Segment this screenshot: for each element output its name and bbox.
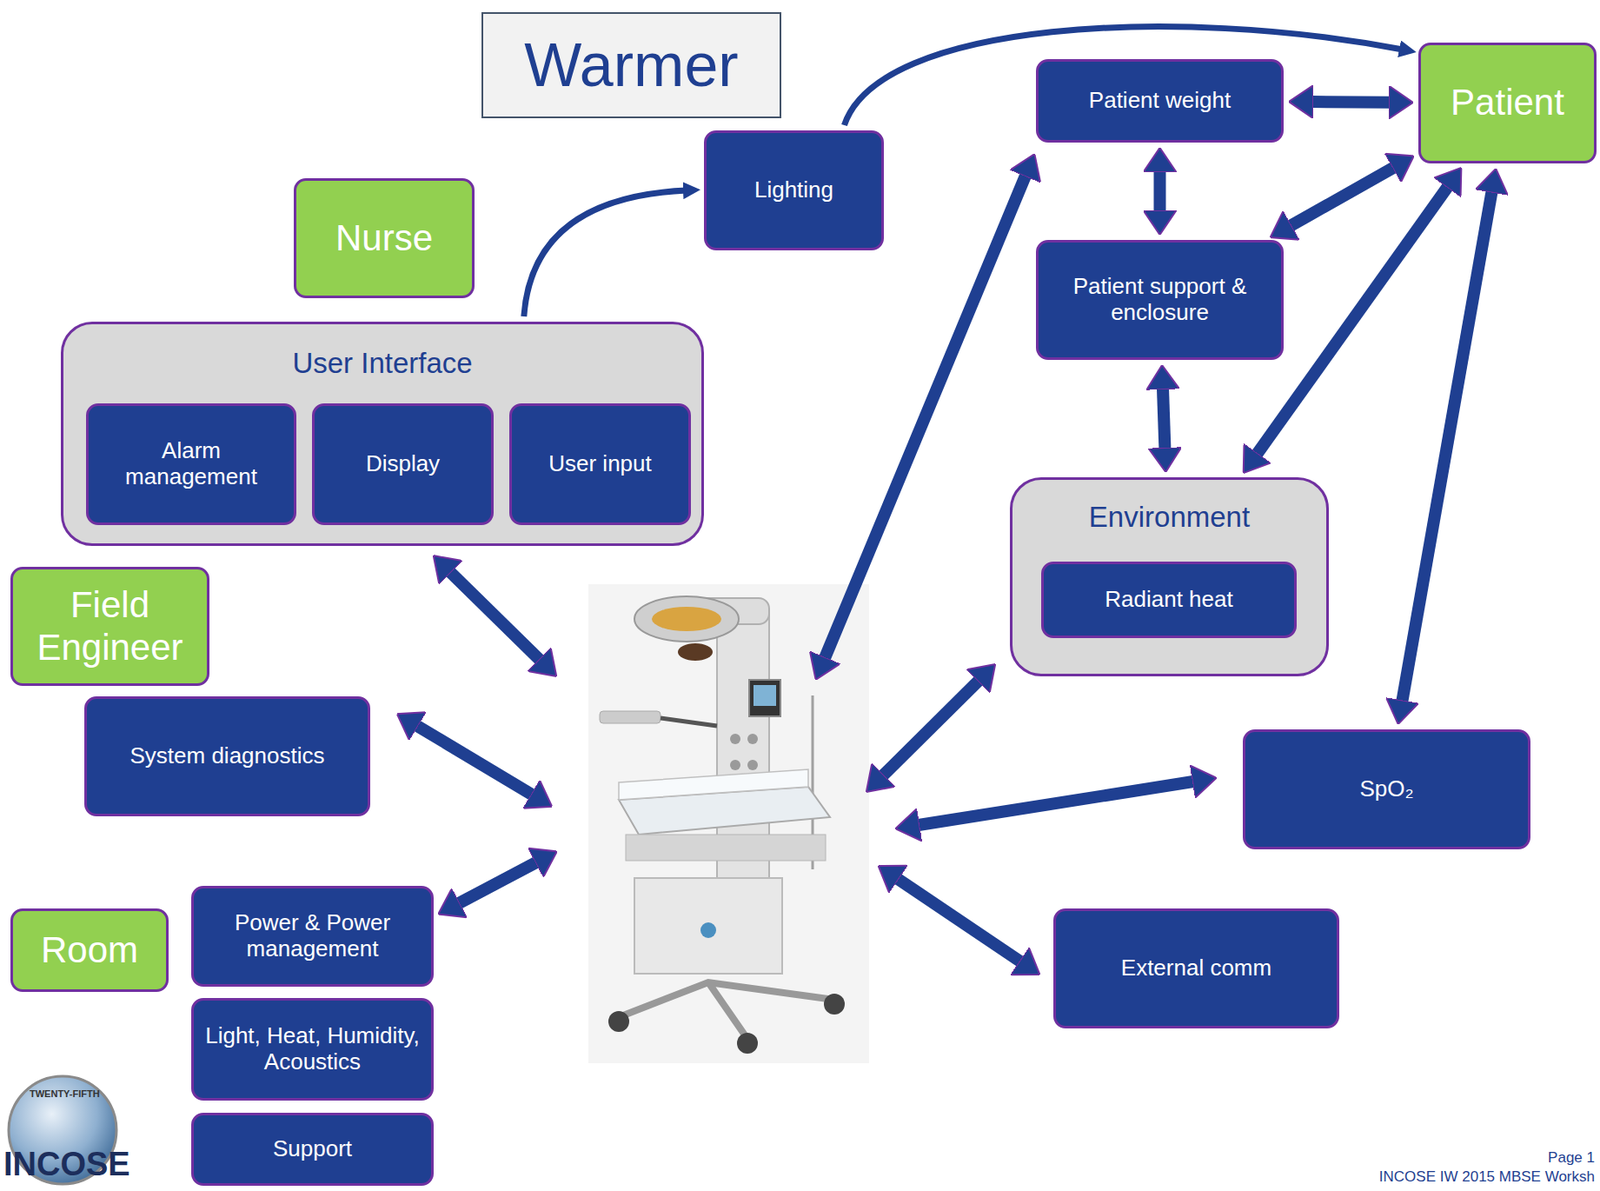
connector-arrow xyxy=(1401,192,1492,702)
device-arrow xyxy=(897,878,1021,962)
actor-box: Patient xyxy=(1418,42,1597,164)
device-arrow xyxy=(882,680,979,776)
node-label: Patient weight xyxy=(1088,87,1231,114)
actor-box: Nurse xyxy=(293,178,475,299)
function-box: Light, Heat, Humidity, Acoustics xyxy=(191,997,434,1101)
node-label: Room xyxy=(40,929,139,971)
device-cabinet xyxy=(634,877,783,974)
title-text: Warmer xyxy=(524,30,738,100)
node-label: Radiant heat xyxy=(1104,586,1233,613)
connector-arrow xyxy=(1290,167,1394,226)
group-title: User Interface xyxy=(63,346,702,380)
device-legs xyxy=(618,982,835,1039)
node-label: Support xyxy=(272,1135,352,1162)
knob xyxy=(730,733,741,744)
display-screen xyxy=(753,684,777,706)
wheel xyxy=(823,993,845,1015)
node-label: SpO₂ xyxy=(1359,776,1414,803)
function-box: External comm xyxy=(1053,908,1340,1029)
function-box: Display xyxy=(312,403,494,525)
connector-arrow xyxy=(1154,171,1167,212)
tray-arm xyxy=(660,717,718,726)
node-label: Power & Power management xyxy=(204,909,421,963)
group-title: Environment xyxy=(1012,500,1327,534)
group-box: User InterfaceAlarm management Display Use… xyxy=(60,321,704,546)
page-number: Page 1 xyxy=(1547,1148,1595,1167)
lamp-lens xyxy=(677,643,713,661)
knob xyxy=(730,759,741,771)
footer-text: INCOSE IW 2015 MBSE Worksh xyxy=(1379,1168,1595,1186)
node-label: Nurse xyxy=(335,217,433,259)
bed-base xyxy=(625,834,826,861)
function-box: Lighting xyxy=(703,130,884,251)
node-label: Patient support & enclosure xyxy=(1048,273,1271,326)
logo-text: TWENTY-FIFTH xyxy=(29,1088,100,1100)
device-arrow xyxy=(450,571,540,660)
knob xyxy=(747,759,758,771)
connector-arrow xyxy=(1162,388,1165,449)
connector-arrow xyxy=(524,190,687,317)
node-label: Patient xyxy=(1450,81,1565,124)
node-label: User input xyxy=(548,451,652,478)
knob xyxy=(747,733,758,744)
device-arrow xyxy=(918,781,1194,825)
title-box: Warmer xyxy=(481,12,782,119)
connector-arrow xyxy=(1256,186,1448,454)
node-label: Lighting xyxy=(754,177,834,204)
group-box: EnvironmentRadiant heat xyxy=(1009,477,1329,677)
function-box: Radiant heat xyxy=(1041,561,1297,638)
actor-box: Field Engineer xyxy=(10,566,210,686)
lamp-head xyxy=(634,596,739,642)
connector-arrow xyxy=(1312,95,1390,109)
device-display xyxy=(749,679,781,717)
node-label: Display xyxy=(365,451,440,478)
function-box: User input xyxy=(509,403,691,525)
node-label: System diagnostics xyxy=(130,743,326,770)
function-box: Alarm management xyxy=(86,403,297,525)
device-logo xyxy=(700,922,717,938)
device-tray xyxy=(599,710,661,724)
wheel xyxy=(608,1010,630,1032)
function-box: Patient support & enclosure xyxy=(1035,239,1284,360)
function-box: Power & Power management xyxy=(191,885,434,987)
function-box: System diagnostics xyxy=(84,696,371,817)
function-box: SpO₂ xyxy=(1242,729,1531,850)
function-box: Patient weight xyxy=(1035,59,1284,143)
device-arrow xyxy=(458,862,537,903)
node-label: External comm xyxy=(1121,955,1272,982)
node-label: Alarm management xyxy=(99,438,284,491)
node-label: Light, Heat, Humidity, Acoustics xyxy=(204,1022,421,1076)
function-box: Support xyxy=(191,1112,434,1186)
lamp-heater xyxy=(651,606,722,631)
wheel xyxy=(736,1032,758,1054)
device-arrow xyxy=(417,725,532,795)
actor-box: Room xyxy=(10,908,169,992)
logo-text: INCOSE xyxy=(3,1145,131,1184)
node-label: Field Engineer xyxy=(23,584,197,669)
bed-panel xyxy=(618,769,809,800)
